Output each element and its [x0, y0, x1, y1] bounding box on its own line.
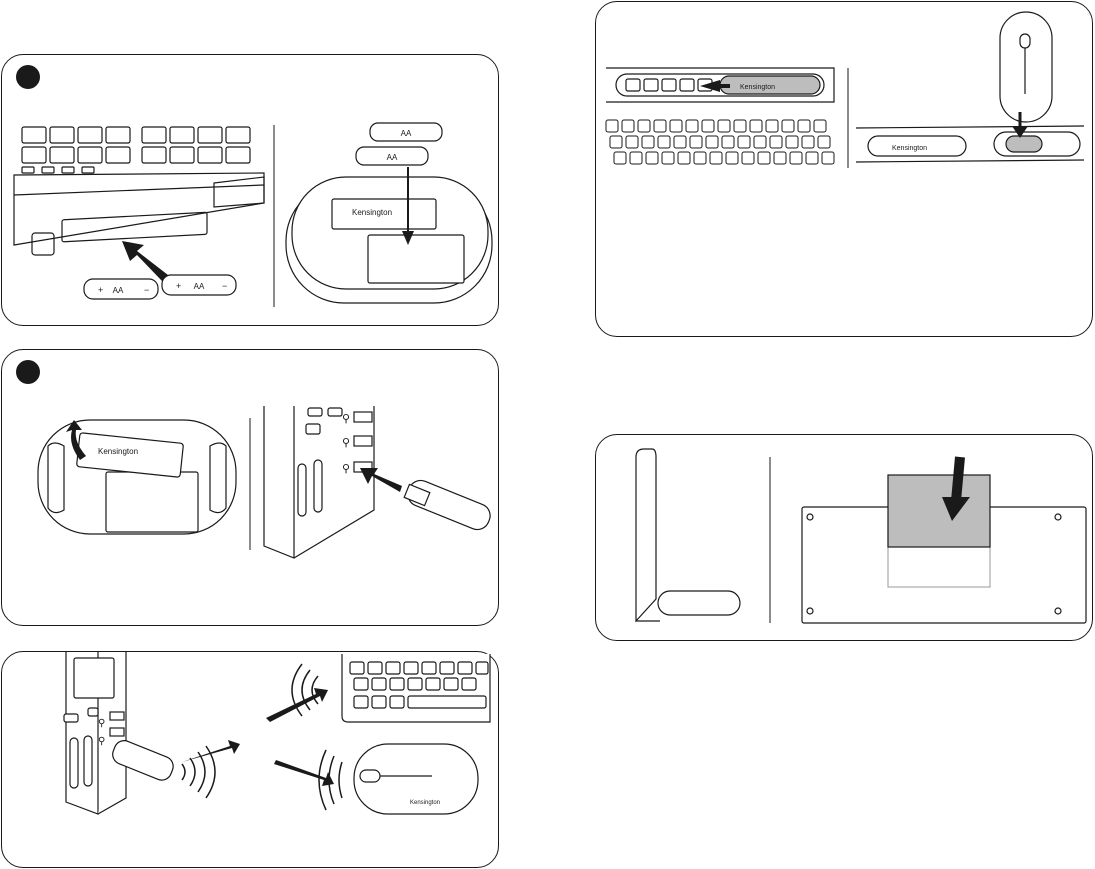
keyboard-keys: [606, 120, 834, 164]
usb-icon: ⚲: [342, 413, 350, 425]
receiver-side-view: [636, 449, 740, 621]
insert-arrow-shaft: [956, 457, 960, 501]
wireless-connect-illustration: ⚲ ⚲ Kensington: [2, 652, 500, 869]
panel-receiver-remove: Kensington ⚲ ⚲ ⚲: [1, 349, 499, 626]
receiver-remove-illustration: Kensington ⚲ ⚲ ⚲: [2, 350, 500, 627]
keyboard-keys: [22, 127, 250, 173]
battery-pair-mouse: [356, 123, 442, 165]
battery-label: AA: [387, 153, 398, 162]
brand-label: Kensington: [98, 447, 138, 456]
brand-label: Kensington: [352, 208, 392, 217]
usb-icon: ⚲: [342, 437, 350, 449]
keyboard-receiving: [342, 654, 490, 722]
battery-minus: −: [144, 285, 149, 295]
mouse-underside: [38, 420, 236, 534]
panel-battery-install: AA AA + − + − Kensington AA AA: [1, 54, 499, 326]
panel-mouse-dock: Kensington: [595, 1, 1093, 337]
battery-plus: +: [176, 281, 181, 291]
computer-with-receiver: [64, 652, 176, 814]
computer-usb-ports: [264, 406, 374, 558]
signal-arrow: [274, 760, 334, 786]
signal-wave: [182, 764, 185, 780]
mouse-top: [1000, 12, 1052, 122]
battery-minus: −: [222, 281, 227, 291]
step-badge: [16, 360, 40, 384]
step-badge: [16, 65, 40, 89]
mouse-underside: [286, 177, 492, 303]
dock-tray: [856, 126, 1084, 162]
signal-arrow: [266, 688, 328, 722]
insert-arrow: [122, 241, 168, 281]
battery-label: AA: [401, 129, 412, 138]
usb-icon: ⚲: [98, 718, 105, 729]
battery-label: AA: [113, 286, 124, 295]
panel-wireless-connect: ⚲ ⚲ Kensington: [1, 651, 499, 868]
signal-wave: [190, 758, 195, 786]
brand-label: Kensington: [740, 84, 775, 91]
battery-install-illustration: AA AA + − + − Kensington AA AA: [2, 55, 500, 327]
signal-wave: [339, 762, 342, 798]
receiver-storage-illustration: [596, 435, 1094, 642]
panel-receiver-storage: [595, 434, 1093, 641]
usb-icon: ⚲: [342, 463, 350, 475]
mouse-dock-illustration: Kensington: [596, 2, 1094, 338]
battery-label: AA: [194, 282, 205, 291]
battery-plus: +: [98, 285, 103, 295]
brand-label: Kensington: [892, 145, 927, 152]
signal-wave: [198, 752, 205, 792]
usb-receiver: [404, 477, 494, 533]
keyboard-battery-door: [14, 127, 264, 255]
brand-label: Kensington: [410, 800, 440, 806]
usb-icon: ⚲: [98, 736, 105, 747]
